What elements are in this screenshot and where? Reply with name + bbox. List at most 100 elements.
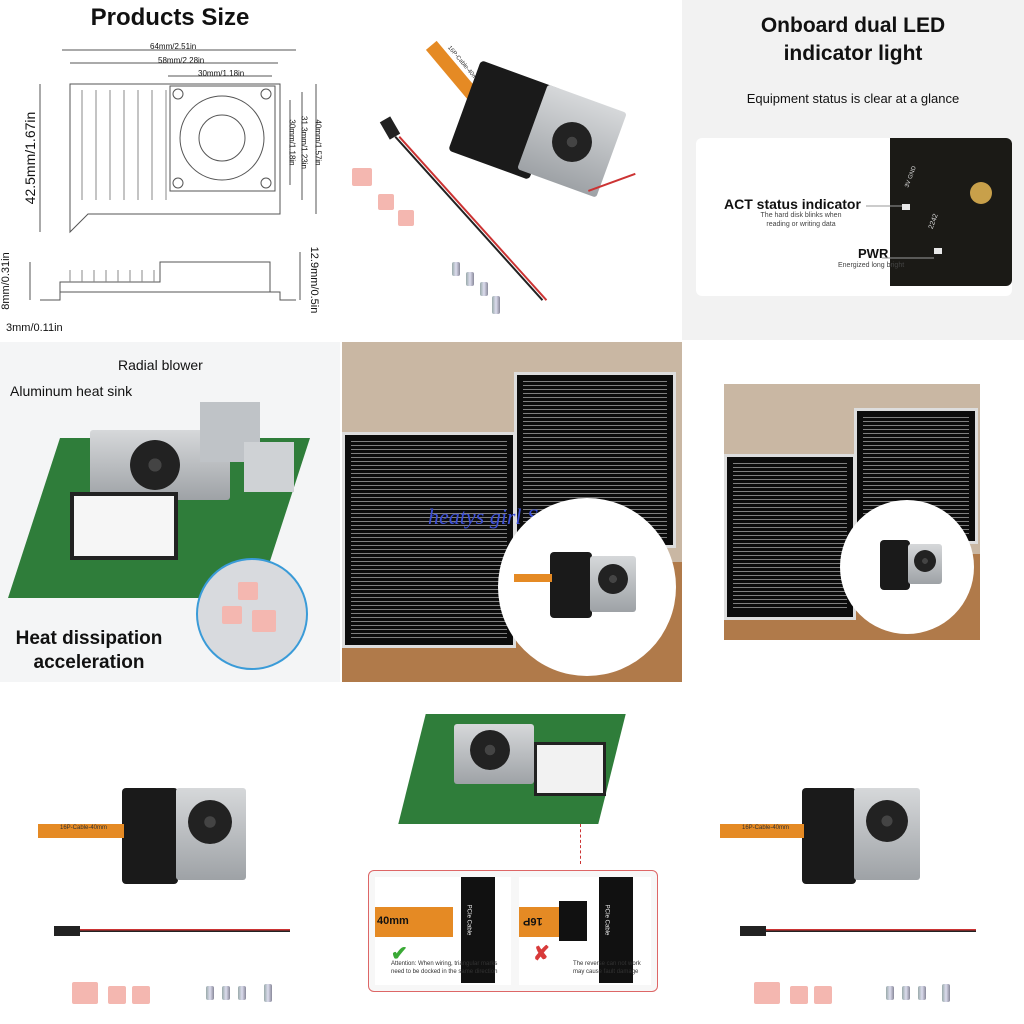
kit2-board xyxy=(802,788,856,884)
mounting-hole xyxy=(970,182,992,204)
desk-monitors-panel: heatys girl Store xyxy=(342,342,682,682)
bad-ribbon-text: 16P xyxy=(523,915,543,927)
screw-3 xyxy=(480,282,488,296)
thermal-pad-1 xyxy=(352,168,372,186)
install-nvme-card xyxy=(534,742,606,796)
act-desc-line2: reading or writing data xyxy=(766,221,836,228)
desk-monitors-small-panel xyxy=(724,384,980,640)
package-contents-panel: 16P-Cable-40mm xyxy=(340,0,682,340)
correct-example: 40mm PCIe Cable ✔ xyxy=(375,877,511,985)
kit2-fan xyxy=(866,800,908,842)
kit-fan xyxy=(188,800,232,844)
led-indicator-panel: Onboard dual LED indicator light Equipme… xyxy=(682,0,1024,340)
act-title: ACT status indicator xyxy=(724,196,861,212)
kit2-pad-1 xyxy=(754,982,780,1004)
kit-pad-1 xyxy=(72,982,98,1004)
dim-height-42: 42.5mm/1.67in xyxy=(22,111,38,205)
kit2-screw-2 xyxy=(902,986,910,1000)
thermal-pad-3 xyxy=(398,210,414,226)
kit2-screw-1 xyxy=(886,986,894,1000)
kit2-pad-3 xyxy=(814,986,832,1004)
thermal-pad-2 xyxy=(378,194,394,210)
dim-width-64: 64mm/2.51in xyxy=(150,42,197,51)
ok-board: PCIe Cable xyxy=(461,877,495,983)
monitor-left xyxy=(342,432,516,648)
kit2-ribbon-label: 16P-Cable-40mm xyxy=(742,825,790,831)
bad-connector xyxy=(559,901,587,941)
kit-standoff xyxy=(264,984,272,1002)
dupont-connector xyxy=(379,116,401,140)
kit-pad-2 xyxy=(108,986,126,1004)
callout-lines xyxy=(866,205,934,259)
kit-board xyxy=(122,788,178,884)
pwr-led xyxy=(934,248,942,254)
heat-dissipation-line1: Heat dissipation xyxy=(15,628,163,649)
attention-line2: need to be docked in the same direction xyxy=(391,969,498,975)
standoff xyxy=(492,296,500,314)
heat-sink-label: Aluminum heat sink xyxy=(10,383,133,399)
screw-2 xyxy=(466,272,474,286)
kit2-standoff xyxy=(942,984,950,1002)
kit-screw-3 xyxy=(238,986,246,1000)
features-panel: Radial blower Aluminum heat sink Heat di… xyxy=(0,342,340,682)
products-size-panel: Products Size xyxy=(0,0,340,340)
kit-right-panel: 16P-Cable-40mm xyxy=(700,684,1024,1024)
reverse-line1: The reverse can not work xyxy=(573,961,641,967)
check-mark-icon: ✔ xyxy=(391,943,408,965)
kit2-screw-3 xyxy=(918,986,926,1000)
kit2-pad-2 xyxy=(790,986,808,1004)
dim-thickness-3: 3mm/0.11in xyxy=(6,322,63,334)
install-guide-box: 40mm PCIe Cable ✔ 16P PCIe Cable ✘ Atten… xyxy=(368,870,658,992)
act-led xyxy=(902,204,910,210)
kit2-ribbon xyxy=(720,824,804,838)
product-zoom-circle xyxy=(498,498,676,676)
ethernet-port xyxy=(244,442,294,492)
kit-screw-2 xyxy=(222,986,230,1000)
reverse-line2: may cause fault damage xyxy=(573,969,639,975)
kit-ribbon-label: 16P-Cable-40mm xyxy=(60,825,108,831)
heat-dissipation-line2: acceleration xyxy=(33,652,145,673)
thermal-pad-zoom xyxy=(196,558,308,670)
zoom-fan xyxy=(598,564,628,594)
ok-ribbon xyxy=(375,907,453,937)
kit-wire xyxy=(80,929,290,932)
pwr-desc: Energized long bright xyxy=(838,262,905,269)
dim-height-8: 8mm/0.31in xyxy=(0,252,12,310)
installation-panel: 40mm PCIe Cable ✔ 16P PCIe Cable ✘ Atten… xyxy=(342,684,682,1024)
zoom-board-small xyxy=(880,540,910,590)
kit-left-panel: 16P-Cable-40mm xyxy=(0,684,340,1024)
zoom-pad-3 xyxy=(252,610,276,632)
led-board-closeup: 3V GND 2242 xyxy=(890,138,1012,286)
act-desc-line1: The hard disk blinks when xyxy=(760,212,842,219)
nvme-card xyxy=(70,492,178,560)
kit-screw-1 xyxy=(206,986,214,1000)
zoom-fan-small xyxy=(914,550,936,572)
kit2-connector xyxy=(740,926,766,936)
led-detail-card: 3V GND 2242 ACT status indicator The har… xyxy=(696,138,1012,296)
pi-blower-fan xyxy=(130,440,180,490)
screw-1 xyxy=(452,262,460,276)
cross-mark-icon: ✘ xyxy=(533,943,550,965)
wrong-example: 16P PCIe Cable ✘ xyxy=(519,877,651,985)
products-size-title: Products Size xyxy=(90,4,250,31)
dim-height-30: 30mm/1.18in xyxy=(287,119,297,166)
pwr-title: PWR xyxy=(858,246,889,261)
dim-width-58: 58mm/2.28in xyxy=(158,56,205,65)
ok-ribbon-text: 40mm xyxy=(377,915,409,927)
led-title-line1: Onboard dual LED xyxy=(760,14,946,37)
dimension-drawing xyxy=(29,49,317,301)
kit2-wire xyxy=(766,929,976,932)
dim-width-30: 30mm/1.18in xyxy=(198,69,245,78)
product-zoom-circle-small xyxy=(840,500,974,634)
kit-pad-3 xyxy=(132,986,150,1004)
monitor-left-small xyxy=(724,454,856,620)
led-title-line2: indicator light xyxy=(783,42,923,65)
led-subtitle: Equipment status is clear at a glance xyxy=(746,91,960,106)
radial-blower-label: Radial blower xyxy=(118,357,203,373)
bad-pcie-label: PCIe Cable xyxy=(603,904,610,936)
zoom-board xyxy=(550,552,592,618)
kit-connector xyxy=(54,926,80,936)
bad-board: PCIe Cable xyxy=(599,877,633,983)
attention-line1: Attention: When wiring, triangular marks xyxy=(391,961,498,967)
dim-height-12: 12.9mm/0.5in xyxy=(308,246,320,314)
